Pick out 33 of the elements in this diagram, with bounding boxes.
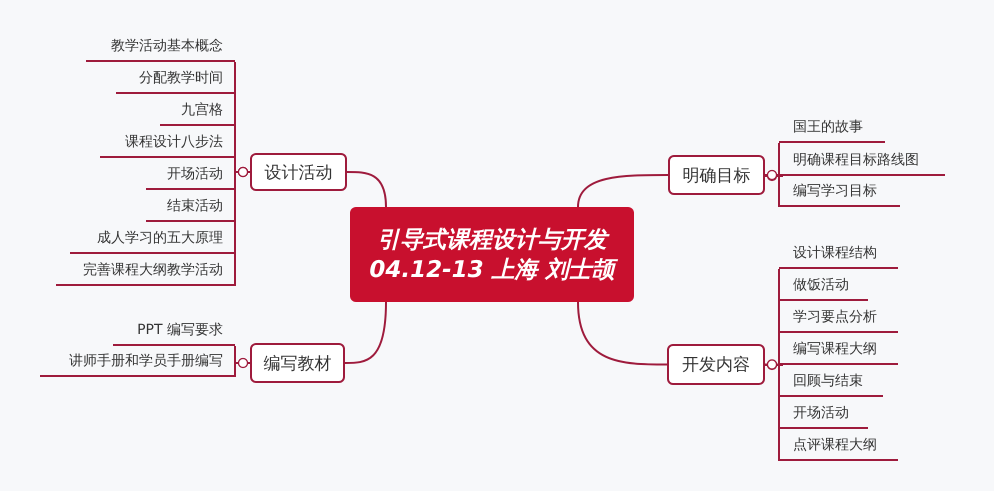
subtopic-label: 教学活动基本概念	[86, 32, 235, 62]
subtopic-label: 开场活动	[146, 160, 235, 190]
subtopic-label: 九宫格	[160, 96, 235, 126]
subtopic-label: 开场活动	[779, 399, 868, 429]
central-topic-box	[350, 207, 634, 302]
connector-line	[765, 170, 780, 207]
subtopic-label: 完善课程大纲教学活动	[56, 256, 235, 286]
subtopic-label: PPT 编写要求	[113, 316, 235, 346]
subtopic-label: 点评课程大纲	[779, 431, 898, 461]
subtopic-label: 讲师手册和学员手册编写	[40, 347, 235, 377]
connector-line	[765, 359, 780, 461]
subtopic-label: 做饭活动	[779, 271, 868, 301]
subtopic-label: 明确课程目标路线图	[779, 146, 945, 176]
topic-box: 编写教材	[250, 343, 345, 383]
subtopic-label: 成人学习的五大原理	[70, 224, 235, 254]
connector-line	[577, 302, 667, 366]
subtopic-label: 回顾与结束	[779, 367, 883, 397]
connector-line	[345, 302, 387, 364]
topic-box: 明确目标	[668, 155, 765, 195]
topic-box: 设计活动	[250, 153, 347, 191]
connector-line	[234, 166, 250, 286]
subtopic-label: 编写学习目标	[779, 177, 900, 207]
subtopic-label: 国王的故事	[779, 113, 885, 143]
subtopic-label: 结束活动	[146, 192, 235, 222]
subtopic-label: 课程设计八步法	[100, 128, 235, 158]
topic-box: 开发内容	[667, 344, 765, 385]
connector-line	[347, 171, 387, 208]
connector-line	[234, 358, 250, 377]
subtopic-label: 设计课程结构	[779, 239, 898, 269]
subtopic-label: 编写课程大纲	[779, 335, 898, 365]
subtopic-label: 学习要点分析	[779, 303, 898, 333]
connector-line	[577, 174, 668, 208]
subtopic-label: 分配教学时间	[116, 64, 235, 94]
